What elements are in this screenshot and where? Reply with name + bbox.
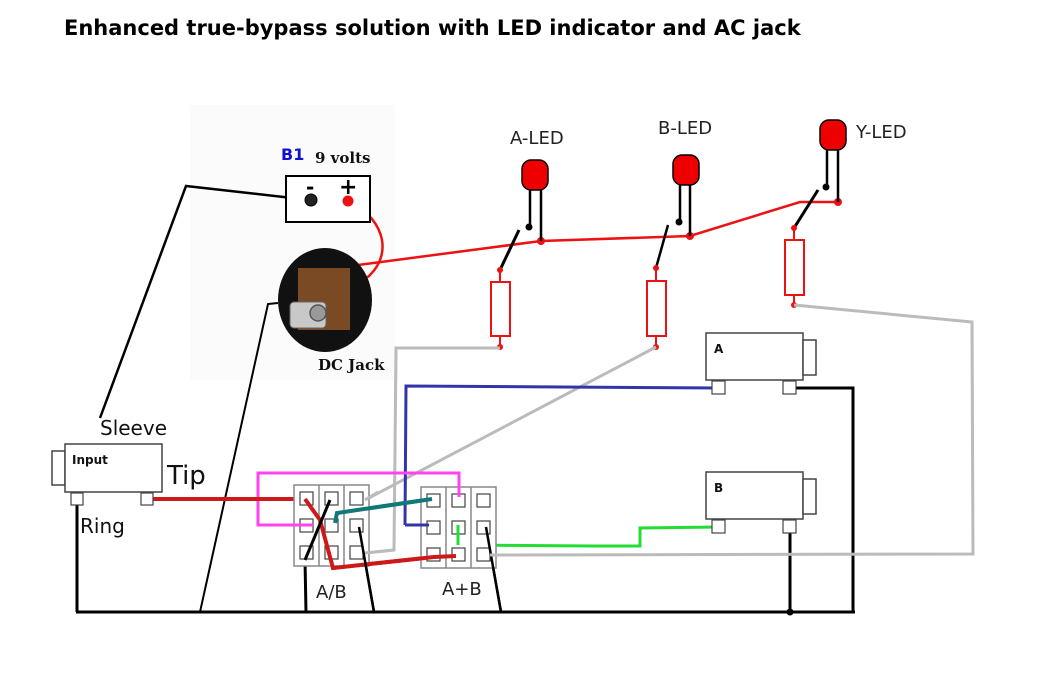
tip-label: Tip bbox=[166, 461, 206, 491]
output-a-label: A bbox=[714, 342, 724, 356]
input-jack-barrel bbox=[51, 450, 66, 486]
led-y-body bbox=[819, 119, 847, 151]
led-a-cathode-wire bbox=[498, 229, 521, 271]
output-b-sleeve-lug bbox=[782, 519, 797, 534]
output-a-sleeve-wire bbox=[790, 386, 855, 612]
battery-voltage-label: 9 volts bbox=[315, 149, 370, 167]
led-y-legs bbox=[825, 150, 840, 202]
resistor-a-top-node bbox=[497, 267, 503, 273]
led-b-legs bbox=[678, 185, 692, 236]
signal-wires-overlay bbox=[258, 473, 503, 613]
input-jack-label: Input bbox=[72, 453, 108, 467]
switch-aplusb-lug bbox=[476, 493, 491, 508]
led-a: A-LED bbox=[498, 128, 564, 271]
resistor-a bbox=[490, 267, 511, 350]
battery-plus-terminal bbox=[342, 195, 354, 207]
ring-label: Ring bbox=[80, 514, 125, 538]
y-led-return-wire bbox=[489, 303, 975, 557]
red-wire-overlay bbox=[303, 497, 457, 571]
input-ring-lug bbox=[70, 492, 84, 506]
dc-jack-screw bbox=[309, 304, 327, 322]
output-b-tip-lug bbox=[711, 519, 726, 534]
resistor-b bbox=[646, 265, 667, 350]
led-y-label: Y-LED bbox=[855, 122, 907, 143]
led-a-legs bbox=[528, 190, 543, 241]
resistor-b-top-node bbox=[653, 265, 659, 271]
output-b-barrel bbox=[802, 478, 817, 515]
resistor-y bbox=[784, 225, 805, 308]
led-a-body bbox=[521, 159, 549, 191]
led-b: B-LED bbox=[654, 118, 712, 269]
resistor-b-body bbox=[646, 280, 667, 337]
switch-ab-lug bbox=[324, 491, 339, 506]
led-b-label: B-LED bbox=[658, 118, 712, 139]
ground-wires bbox=[75, 184, 855, 616]
sleeve-label: Sleeve bbox=[100, 416, 167, 440]
battery-plus-symbol: + bbox=[339, 175, 357, 200]
switch-ab-label: A/B bbox=[316, 582, 347, 603]
input-tip-lug bbox=[140, 492, 154, 506]
led-a-label: A-LED bbox=[510, 128, 564, 149]
input-jack: Input Sleeve Tip Ring bbox=[51, 416, 206, 538]
switch-aplusb-label: A+B bbox=[442, 579, 482, 600]
battery-body bbox=[285, 175, 371, 223]
ab-cross-wire bbox=[303, 499, 332, 561]
switch-ab-lug bbox=[349, 545, 364, 560]
resistors bbox=[490, 225, 805, 350]
ab-right-wire-overlay bbox=[357, 526, 376, 613]
led-b-body bbox=[672, 154, 700, 186]
ground-junction bbox=[786, 608, 794, 616]
aplusb-right-wire-overlay bbox=[484, 526, 503, 613]
output-jack-b: B bbox=[705, 471, 817, 534]
resistor-y-top-node bbox=[791, 225, 797, 231]
led-b-cathode-wire bbox=[654, 224, 670, 269]
b-led-return-wire bbox=[364, 345, 657, 502]
resistor-y-body bbox=[784, 239, 805, 296]
diagram-title: Enhanced true-bypass solution with LED i… bbox=[64, 16, 802, 40]
battery-minus-terminal bbox=[304, 193, 318, 207]
led-y: Y-LED bbox=[792, 119, 907, 229]
resistor-a-body bbox=[490, 281, 511, 337]
grey-wire-end bbox=[364, 490, 379, 502]
output-b-label: B bbox=[714, 481, 723, 495]
battery-minus-symbol: - bbox=[306, 175, 314, 199]
led-b-cathode-node bbox=[675, 218, 683, 226]
output-a-sleeve-lug bbox=[782, 380, 797, 395]
output-jack-a: A bbox=[705, 332, 817, 395]
output-a-body bbox=[705, 332, 804, 381]
teal-wire-overlay bbox=[333, 497, 433, 524]
output-b-tip-wire bbox=[456, 525, 720, 548]
input-jack-body bbox=[64, 443, 163, 493]
switch-aplusb-lug bbox=[426, 520, 441, 535]
battery-ref-label: B1 bbox=[281, 145, 304, 164]
battery: B1 9 volts - + bbox=[281, 145, 371, 223]
led-y-cathode-node bbox=[822, 183, 830, 191]
dc-jack-ground-wire bbox=[199, 302, 279, 613]
switch-ab-lug bbox=[349, 518, 364, 533]
output-a-tip-lug bbox=[711, 380, 726, 395]
output-b-body bbox=[705, 471, 804, 520]
dc-jack: DC Jack bbox=[278, 248, 385, 374]
led-y-cathode-wire bbox=[792, 189, 820, 229]
switch-aplusb-lug bbox=[476, 547, 491, 562]
switch-ab-lug bbox=[349, 491, 364, 506]
dc-jack-label: DC Jack bbox=[318, 356, 385, 374]
grey-wire-end-2 bbox=[364, 548, 395, 555]
battery-minus-wire bbox=[98, 184, 311, 419]
led-a-cathode-node bbox=[525, 223, 533, 231]
output-a-barrel bbox=[802, 339, 817, 376]
